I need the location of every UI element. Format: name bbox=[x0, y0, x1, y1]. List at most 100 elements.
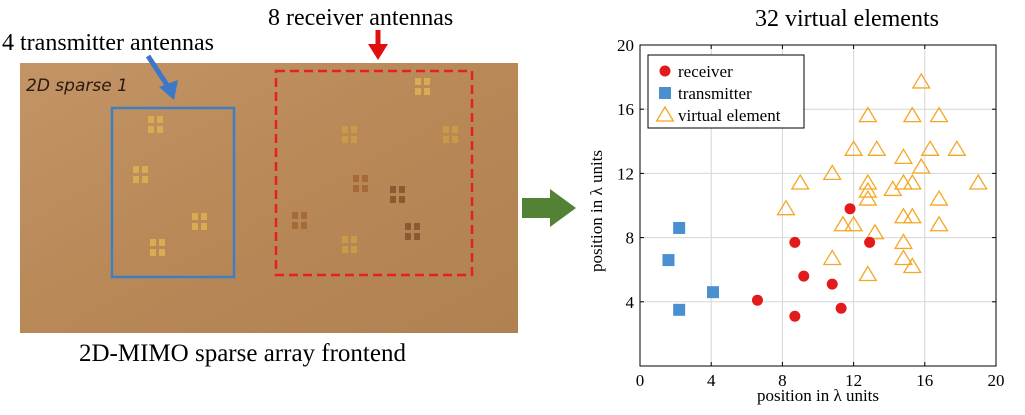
antenna-patch bbox=[415, 88, 421, 95]
triangle-point bbox=[844, 140, 864, 156]
triangle-point bbox=[893, 249, 913, 266]
triangle-point bbox=[844, 215, 864, 232]
pcb-photo: 2D sparse 1 bbox=[20, 63, 518, 333]
antenna-patch bbox=[342, 136, 348, 143]
legend-label: transmitter bbox=[678, 84, 752, 103]
y-tick-label: 8 bbox=[626, 229, 635, 248]
triangle-point bbox=[929, 106, 949, 123]
triangle-point bbox=[902, 173, 922, 190]
handwritten-label: 2D sparse 1 bbox=[26, 76, 128, 96]
circle-point bbox=[864, 236, 876, 248]
legend-square-icon bbox=[659, 87, 671, 99]
circle-point bbox=[751, 294, 763, 306]
circle-point bbox=[826, 278, 838, 290]
y-tick-label: 20 bbox=[617, 36, 634, 55]
antenna-patch bbox=[301, 222, 307, 229]
triangle-point bbox=[893, 148, 913, 165]
antenna-patch bbox=[405, 223, 411, 230]
antenna-patch bbox=[351, 126, 357, 133]
circle-point bbox=[789, 236, 801, 248]
antenna-patch bbox=[399, 186, 405, 193]
rx-region-box bbox=[274, 69, 474, 277]
antenna-patch bbox=[452, 136, 458, 143]
antenna-patch bbox=[301, 212, 307, 219]
antenna-patch bbox=[292, 212, 298, 219]
triangle-point bbox=[929, 189, 949, 206]
triangle-point bbox=[929, 215, 949, 232]
triangle-point bbox=[968, 173, 988, 190]
triangle-point bbox=[867, 140, 887, 156]
y-tick-label: 16 bbox=[617, 100, 634, 119]
antenna-patch bbox=[390, 196, 396, 203]
green-arrow-icon bbox=[522, 189, 576, 227]
legend-triangle-icon bbox=[655, 105, 675, 122]
photo-panel: 4 transmitter antennas 8 receiver antenn… bbox=[2, 5, 518, 367]
blue-arrow-icon bbox=[145, 54, 178, 100]
antenna-patch bbox=[133, 166, 139, 173]
antenna-patch bbox=[192, 223, 198, 230]
x-tick-label: 8 bbox=[778, 371, 787, 390]
legend-label: receiver bbox=[678, 62, 733, 81]
antenna-patch bbox=[351, 136, 357, 143]
antenna-patches bbox=[133, 78, 458, 256]
antenna-patch bbox=[159, 239, 165, 246]
square-point bbox=[673, 303, 686, 316]
antenna-patch bbox=[150, 239, 156, 246]
antenna-patch bbox=[292, 222, 298, 229]
antenna-patch bbox=[157, 116, 163, 123]
antenna-patch bbox=[415, 78, 421, 85]
triangle-point bbox=[893, 173, 913, 190]
triangle-point bbox=[911, 157, 931, 174]
square-point bbox=[662, 254, 675, 267]
triangle-point bbox=[776, 199, 796, 216]
circle-point bbox=[844, 203, 856, 215]
antenna-patch bbox=[201, 213, 207, 220]
legend-circle-icon bbox=[659, 65, 671, 77]
antenna-patch bbox=[150, 249, 156, 256]
antenna-patch bbox=[443, 126, 449, 133]
antenna-patch bbox=[390, 186, 396, 193]
antenna-patch bbox=[452, 126, 458, 133]
square-point bbox=[706, 286, 719, 299]
circle-point bbox=[789, 310, 801, 322]
legend-box bbox=[647, 54, 805, 129]
antenna-patch bbox=[133, 176, 139, 183]
antenna-patch bbox=[405, 233, 411, 240]
circle-point bbox=[798, 270, 810, 282]
antenna-patch bbox=[342, 236, 348, 243]
triangle-point bbox=[902, 207, 922, 224]
triangle-point bbox=[893, 233, 913, 250]
triangle-point bbox=[790, 173, 810, 190]
antenna-patch bbox=[342, 246, 348, 253]
triangle-point bbox=[902, 106, 922, 123]
triangle-point bbox=[822, 249, 842, 266]
antenna-patch bbox=[148, 126, 154, 133]
antenna-patch bbox=[192, 213, 198, 220]
antenna-patch bbox=[201, 223, 207, 230]
triangle-point bbox=[865, 223, 885, 240]
pcb-board bbox=[20, 63, 518, 333]
triangle-point bbox=[858, 106, 878, 123]
antenna-patch bbox=[142, 166, 148, 173]
antenna-patch bbox=[414, 233, 420, 240]
triangle-point bbox=[920, 140, 940, 156]
triangle-point bbox=[822, 164, 842, 181]
antenna-patch bbox=[399, 196, 405, 203]
x-axis-label: position in λ units bbox=[757, 386, 879, 405]
square-point bbox=[673, 221, 686, 234]
antenna-patch bbox=[157, 126, 163, 133]
triangle-point bbox=[893, 207, 913, 224]
chart-title: 32 virtual elements bbox=[755, 6, 939, 32]
antenna-patch bbox=[353, 185, 359, 192]
antenna-patch bbox=[342, 126, 348, 133]
antenna-patch bbox=[159, 249, 165, 256]
antenna-patch bbox=[362, 175, 368, 182]
x-tick-label: 16 bbox=[916, 371, 933, 390]
x-tick-label: 20 bbox=[988, 371, 1005, 390]
y-axis-label: position in λ units bbox=[587, 150, 606, 272]
plot-frame bbox=[639, 44, 997, 367]
triangle-point bbox=[858, 189, 878, 206]
